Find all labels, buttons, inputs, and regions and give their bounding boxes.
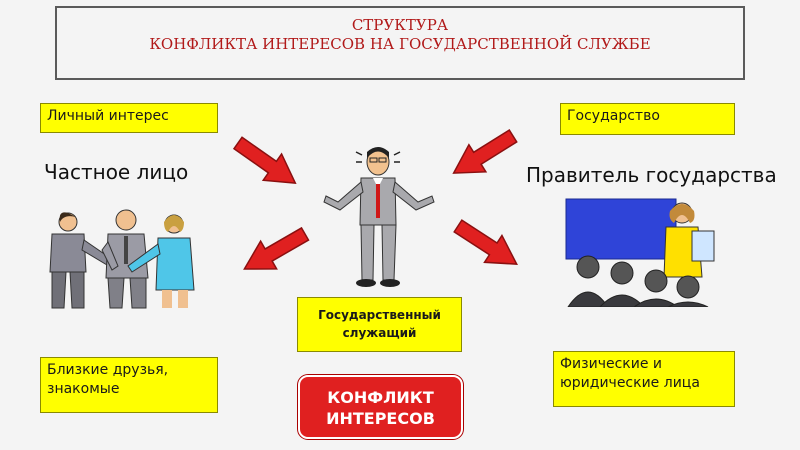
people-handshake-icon xyxy=(49,209,195,309)
title-line-2: КОНФЛИКТА ИНТЕРЕСОВ НА ГОСУДАРСТВЕННОЙ С… xyxy=(149,35,651,53)
arrow-top-right-icon xyxy=(444,121,523,188)
heading-private-person: Частное лицо xyxy=(44,160,189,184)
conflict-line-2: ИНТЕРЕСОВ xyxy=(326,409,435,428)
arrow-top-left-icon xyxy=(228,129,306,198)
label-close-friends: Близкие друзья, знакомые xyxy=(40,357,218,413)
label-state: Государство xyxy=(560,103,735,135)
civil-servant-figure-icon xyxy=(323,147,435,287)
civil-servant-line-2: служащий xyxy=(342,326,417,340)
civil-servant-box: Государственный служащий xyxy=(297,297,462,352)
conflict-of-interest-badge: КОНФЛИКТ ИНТЕРЕСОВ xyxy=(298,375,463,439)
meeting-scene-icon xyxy=(565,198,715,307)
civil-servant-line-1: Государственный xyxy=(318,308,441,322)
title-box: СТРУКТУРА КОНФЛИКТА ИНТЕРЕСОВ НА ГОСУДАР… xyxy=(55,6,745,80)
title-line-1: СТРУКТУРА xyxy=(351,16,449,34)
arrow-bottom-left-icon xyxy=(235,219,314,284)
conflict-line-1: КОНФЛИКТ xyxy=(327,388,434,407)
label-legal-entities: Физические и юридические лица xyxy=(553,351,735,407)
label-personal-interest: Личный интерес xyxy=(40,103,218,133)
heading-ruler: Правитель государства xyxy=(526,163,777,187)
arrow-bottom-right-icon xyxy=(448,211,527,279)
